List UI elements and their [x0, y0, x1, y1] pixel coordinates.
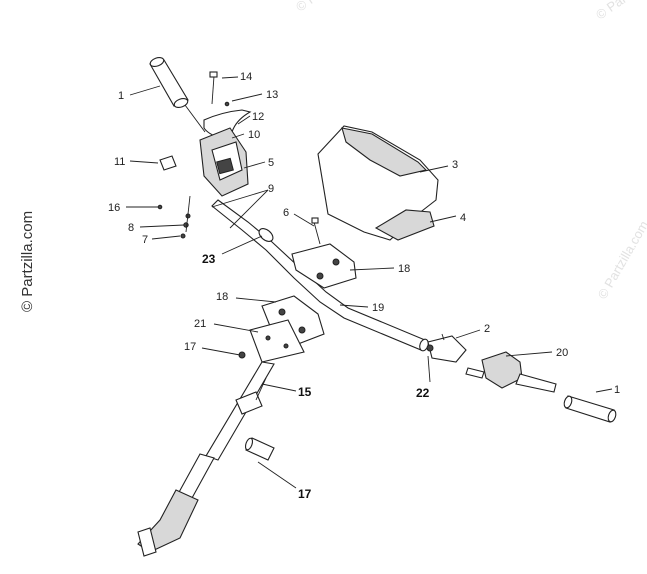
- callout-1-left: 1: [118, 90, 124, 102]
- steering-post-part: [137, 361, 275, 557]
- callout-14: 14: [240, 71, 252, 83]
- callout-3: 3: [452, 159, 458, 171]
- callout-12: 12: [252, 111, 264, 123]
- steering-bracket-part: [249, 319, 305, 363]
- callout-4: 4: [460, 212, 466, 224]
- upper-clamp-part: [291, 243, 357, 289]
- callout-21: 21: [194, 318, 206, 330]
- callout-17-upper: 17: [184, 341, 196, 353]
- callout-11: 11: [114, 156, 125, 168]
- pin-17-part: [244, 437, 275, 461]
- callout-19: 19: [372, 302, 384, 314]
- right-grip-part: [563, 395, 617, 423]
- callout-10: 10: [248, 129, 260, 141]
- callout-1-right: 1: [614, 384, 620, 396]
- callout-9: 9: [268, 183, 274, 195]
- callout-18-lower: 18: [216, 291, 228, 303]
- callout-22: 22: [416, 386, 430, 400]
- callout-17-lower: 17: [298, 487, 312, 501]
- screw-6-part: [311, 217, 321, 245]
- callout-18-upper: 18: [398, 263, 410, 275]
- watermark-side: © Partzilla.com: [19, 211, 36, 312]
- hood-cover-part: [317, 125, 439, 241]
- watermark-top-right: © Partzilla.com: [593, 0, 647, 22]
- callout-20: 20: [556, 347, 568, 359]
- master-cylinder-part: [465, 351, 557, 393]
- watermark-top-center: © Partzilla.com: [293, 0, 373, 14]
- callout-16: 16: [108, 202, 120, 214]
- bolt-part: [209, 71, 230, 107]
- watermark-right: © Partzilla.com: [595, 218, 647, 301]
- callout-7: 7: [142, 234, 148, 246]
- callout-5: 5: [268, 157, 274, 169]
- leader-lines: [126, 76, 613, 489]
- callout-15: 15: [298, 385, 312, 399]
- brake-lever-part: [426, 335, 467, 363]
- left-grip-part: [149, 56, 206, 133]
- small-hardware: [157, 155, 191, 239]
- throttle-housing-part: [199, 127, 249, 197]
- callout-8: 8: [128, 222, 134, 234]
- callout-6: 6: [283, 207, 289, 219]
- handlebar-part: [211, 199, 429, 352]
- callout-23: 23: [202, 252, 216, 266]
- callout-2: 2: [484, 323, 490, 335]
- callout-13: 13: [266, 89, 278, 101]
- throttle-lever-part: [203, 109, 252, 139]
- callout-labels: 1 14 13 12 10 11 5 9 16 8 7 23 3 4 6 18 …: [108, 71, 620, 501]
